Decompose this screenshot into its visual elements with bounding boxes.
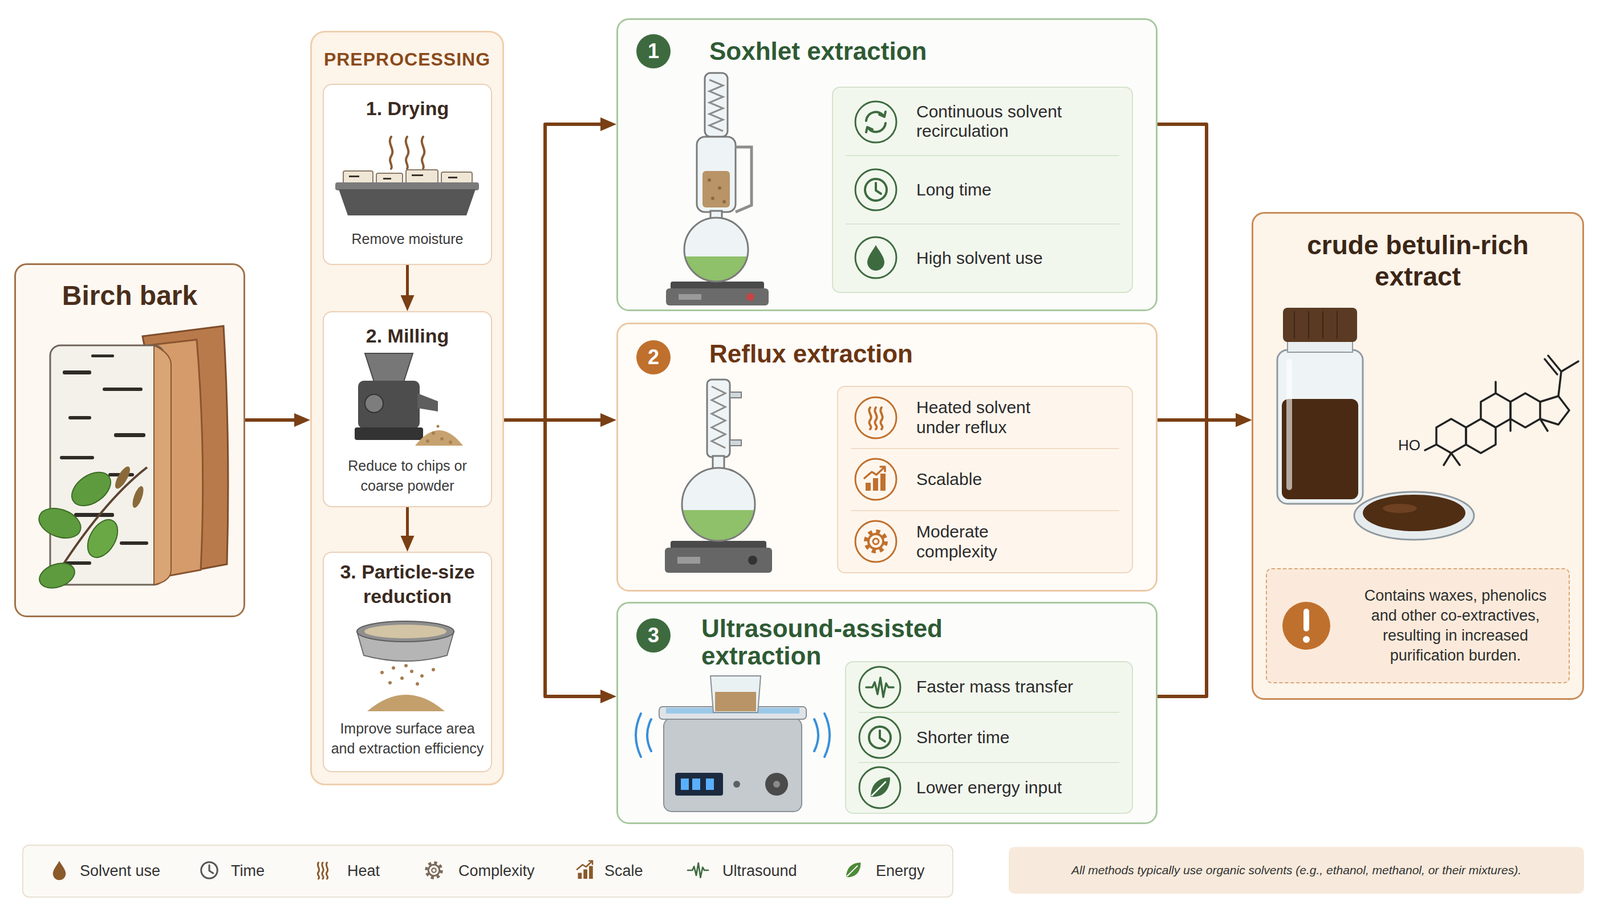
process-box: 2. MillingReduce to chips or coarse powd…	[322, 311, 493, 508]
feature-text: Shorter time	[858, 713, 1120, 765]
feature-text: Moderate complexity	[850, 511, 1120, 573]
legend-label: Time	[230, 862, 265, 881]
flow-arrow	[1157, 420, 1244, 697]
step-title: 2. Milling	[366, 323, 449, 349]
legend-label: Scale	[604, 862, 644, 881]
box-title: crude betulin-rich extract	[1281, 229, 1555, 293]
output-box: crude betulin-rich extractContains waxes…	[1251, 212, 1585, 701]
method-panel: Soxhlet extraction 1Continuous solvent re…	[616, 18, 1158, 312]
feature-text: Heated solvent under reflux	[850, 387, 1120, 450]
process-box: 3. Particle-size reductionImprove surfac…	[322, 551, 493, 773]
feature-text: High solvent use	[845, 224, 1120, 292]
footnote-text: All methods typically use organic solven…	[1071, 863, 1522, 878]
legend-item: Solvent use	[79, 846, 161, 897]
callout-number: 1	[636, 34, 671, 69]
feature-list: Continuous solvent recirculationLong tim…	[831, 86, 1134, 294]
feature-text: Faster mass transfer	[858, 662, 1120, 714]
flow-arrow	[1157, 418, 1244, 422]
legend-item: Time	[230, 846, 265, 897]
callout-number: 3	[647, 625, 660, 647]
feature-list: Heated solvent under refluxScalableModer…	[837, 386, 1134, 574]
method-panel: Ultrasound-assisted extraction3Faster ma…	[616, 602, 1158, 825]
callout-number: 1	[647, 41, 660, 62]
box-title: Birch bark	[15, 281, 244, 312]
feature-text: Continuous solvent recirculation	[845, 87, 1120, 157]
step-title: 3. Particle-size reduction	[329, 559, 486, 609]
flow-arrow	[504, 420, 609, 697]
flow-arrow	[504, 124, 609, 421]
step-title: 1. Drying	[366, 96, 449, 121]
callout-number: 3	[636, 618, 671, 653]
panel-title: PREPROCESSING	[311, 49, 503, 70]
feature-list: Faster mass transferShorter timeLower en…	[845, 661, 1134, 815]
legend-item: Scale	[604, 846, 644, 897]
flow-arrow	[1157, 124, 1244, 421]
legend-label: Complexity	[458, 862, 535, 881]
feature-text: Long time	[845, 156, 1120, 225]
legend-box: Solvent use Time Heat Complexity Scale Ultras…	[22, 845, 954, 899]
callout-number: 2	[636, 340, 671, 375]
note-box: Contains waxes, phenolics and other co-e…	[1265, 568, 1570, 684]
legend-label: Ultrasound	[722, 862, 798, 881]
method-panel: Reflux extraction 2Heated solvent under r…	[616, 322, 1158, 592]
flow-arrow	[245, 418, 303, 422]
feature-text: Scalable	[850, 449, 1120, 512]
feature-text: Lower energy input	[858, 763, 1120, 814]
callout-number: 2	[647, 347, 660, 368]
legend-item: Heat	[347, 846, 380, 897]
process-box: 1. DryingRemove moisture	[322, 83, 493, 266]
panel-title: Reflux extraction	[709, 340, 913, 368]
flow-arrow	[504, 418, 609, 422]
legend-label: Heat	[347, 862, 380, 881]
legend-label: Solvent use	[79, 862, 161, 881]
legend-item: Ultrasound	[722, 846, 798, 897]
note-text: Contains waxes, phenolics and other co-e…	[1350, 586, 1561, 667]
step-body: Remove moisture	[351, 229, 464, 250]
atom-label: HO	[1398, 436, 1421, 455]
legend-label: Energy	[875, 862, 925, 881]
legend-item: Complexity	[458, 846, 535, 897]
footnote-box: All methods typically use organic solven…	[1008, 847, 1585, 895]
legend-item: Energy	[875, 846, 925, 897]
step-body: Improve surface area and extraction effi…	[329, 719, 486, 759]
step-body: Reduce to chips or coarse powder	[329, 456, 486, 497]
stage-panel: PREPROCESSING 1. DryingRemove moisture 2. …	[310, 30, 505, 786]
panel-title: Soxhlet extraction	[709, 37, 927, 66]
source-box: Birch bark	[14, 263, 246, 618]
